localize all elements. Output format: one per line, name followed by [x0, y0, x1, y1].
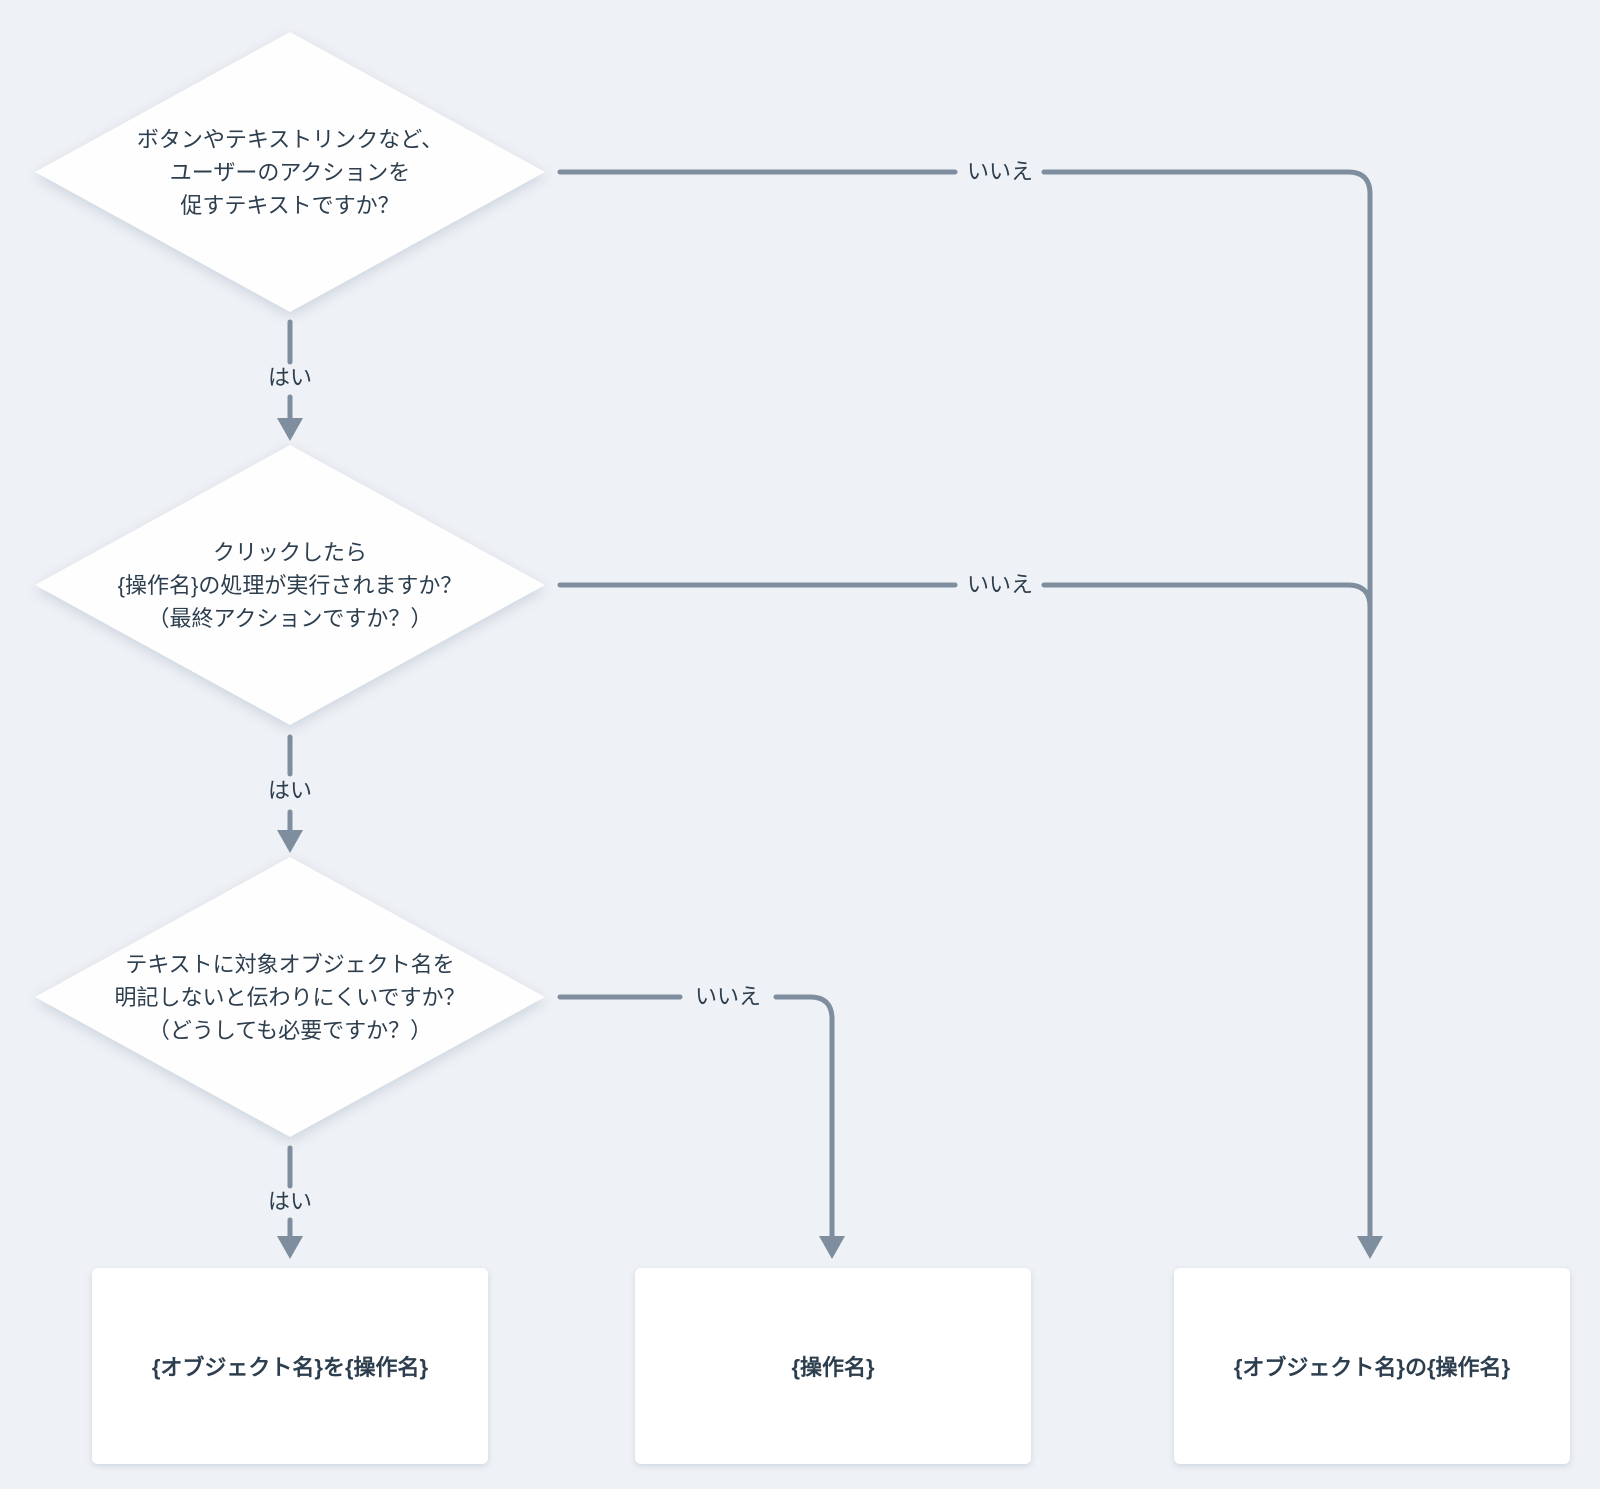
result-label-1: {オブジェクト名}を{操作名}	[151, 1355, 429, 1380]
edge-label-yes-3: はい	[267, 1189, 313, 1214]
result-node-3: {オブジェクト名}の{操作名}	[1174, 1268, 1570, 1464]
connector-arrowheads	[277, 418, 1383, 1259]
arrowhead-down-icon	[819, 1236, 845, 1259]
decision-node-3: テキストに対象オブジェクト名を 明記しないと伝わりにくいですか？ （どうしても必…	[35, 857, 545, 1137]
connector-lines	[287, 169, 1373, 1241]
result-node-2: {操作名}	[635, 1268, 1031, 1464]
edge-no-1-right	[1041, 169, 1373, 1241]
edge-label-yes-2: はい	[267, 778, 313, 803]
decision-node-2: クリックしたら {操作名}の処理が実行されますか？ （最終アクションですか？）	[35, 445, 545, 725]
arrowhead-down-icon	[1357, 1236, 1383, 1259]
edge-label-no-1: いいえ	[966, 159, 1034, 184]
arrowhead-down-icon	[277, 1236, 303, 1259]
decision-question-1: ボタンやテキストリンクなど、 ユーザーのアクションを 促すテキストですか？	[136, 126, 444, 218]
arrowhead-down-icon	[277, 418, 303, 441]
edge-label-yes-1: はい	[267, 365, 313, 390]
edge-no-2-right	[1041, 582, 1373, 1241]
decision-question-3: テキストに対象オブジェクト名を 明記しないと伝わりにくいですか？ （どうしても必…	[114, 951, 466, 1043]
edge-label-no-3: いいえ	[694, 984, 762, 1009]
result-label-2: {操作名}	[791, 1355, 875, 1380]
edge-label-no-2: いいえ	[966, 572, 1034, 597]
arrowhead-down-icon	[277, 830, 303, 853]
result-node-1: {オブジェクト名}を{操作名}	[92, 1268, 488, 1464]
edge-no-3-right	[773, 994, 835, 1241]
decision-question-2: クリックしたら {操作名}の処理が実行されますか？ （最終アクションですか？）	[117, 539, 463, 631]
result-label-3: {オブジェクト名}の{操作名}	[1233, 1355, 1511, 1380]
decision-node-1: ボタンやテキストリンクなど、 ユーザーのアクションを 促すテキストですか？	[35, 32, 545, 312]
